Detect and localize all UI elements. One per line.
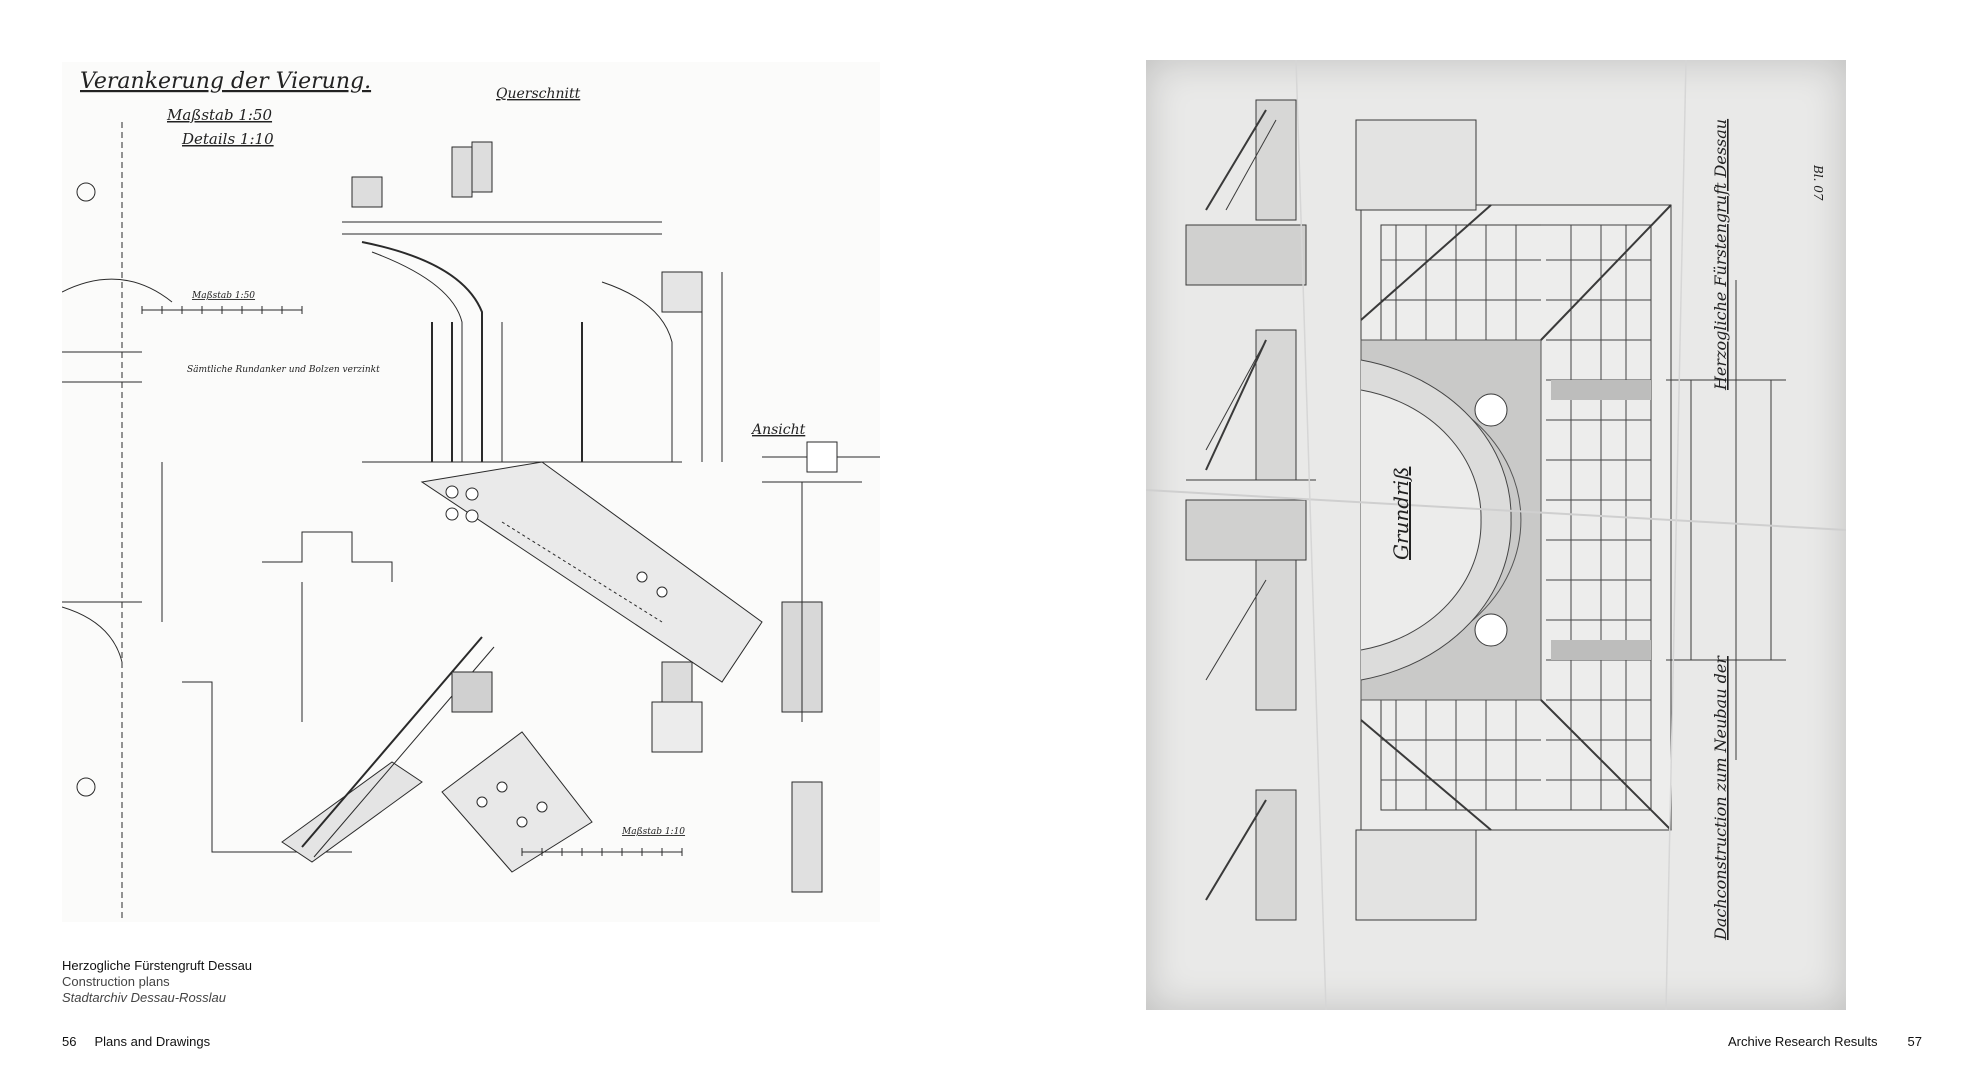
section-title-left: Plans and Drawings (94, 1034, 211, 1049)
anchoring-drawing: Verankerung der Vierung. Maßstab 1:50 De… (62, 69, 880, 922)
folio-right: Archive Research Results 57 (1728, 1034, 1922, 1049)
drawing-scale-main: Maßstab 1:50 (166, 106, 273, 124)
page-number-right: 57 (1907, 1034, 1922, 1049)
caption-title: Herzogliche Fürstengruft Dessau (62, 958, 253, 973)
plan-center-label: Grundriß (1389, 467, 1413, 560)
caption-subtitle: Construction plans (62, 974, 170, 989)
drawing-note: Sämtliche Rundanker und Bolzen verzinkt (187, 365, 380, 375)
drawing-title: Verankerung der Vierung. (80, 69, 371, 94)
drawing-scale-details: Details 1:10 (181, 130, 274, 148)
caption-source: Stadtarchiv Dessau-Rosslau (62, 990, 227, 1005)
page-number-left: 56 (62, 1034, 77, 1049)
plan-vertical-title: Herzogliche Fürstengruft Dessau (1711, 119, 1730, 391)
drawing-scale-small: Maßstab 1:50 (191, 291, 255, 301)
plan-vertical-subtitle: Dachconstruction zum Neubau der (1711, 655, 1730, 941)
roof-construction-drawing: Grundriß Herzogliche Fürstengruft Dessau… (1146, 60, 1846, 1010)
drawing-scale-bottom: Maßstab 1:10 (621, 827, 685, 837)
section-title-right: Archive Research Results (1727, 1034, 1878, 1049)
drawing-section-label: Querschnitt (496, 86, 581, 102)
plan-corner-mark: Bl. 07 (1811, 164, 1825, 201)
drawing-view-label: Ansicht (750, 422, 806, 438)
roof-construction-drawing-plate: Grundriß Herzogliche Fürstengruft Dessau… (1146, 60, 1846, 1010)
anchoring-drawing-plate: Verankerung der Vierung. Maßstab 1:50 De… (62, 62, 880, 922)
figure-caption: Herzogliche Fürstengruft Dessau Construc… (62, 958, 252, 1006)
folio-left: 56 Plans and Drawings (62, 1034, 210, 1049)
